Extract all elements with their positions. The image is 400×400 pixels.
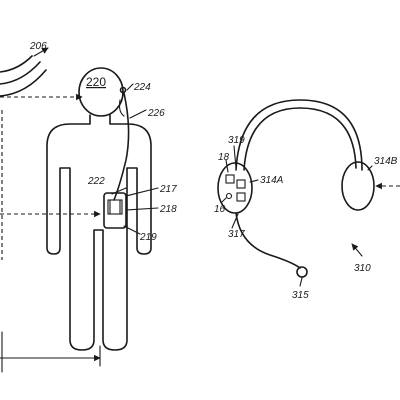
label-226: 226 [147,108,165,119]
ear-cup-right [341,161,375,211]
label-222: 222 [87,176,105,187]
label-310: 310 [354,263,371,274]
headband-inner [243,107,357,171]
dimension-line [0,331,101,373]
label-217: 217 [159,184,177,195]
signal-waves [0,47,49,97]
label-220: 220 [86,75,106,89]
label-314B: 314B [374,156,398,167]
label-315: 315 [292,290,309,301]
arrow-310 [351,243,363,257]
mic-cable [235,212,301,269]
label-206: 206 [29,41,47,52]
microphone [296,266,308,278]
button-a [225,174,235,184]
mic-hole [225,192,233,200]
label-317: 317 [228,229,245,240]
button-b [236,179,246,189]
label-319: 319 [228,135,245,146]
label-16: 16 [214,204,226,215]
earpiece [119,86,127,94]
label-18: 18 [218,152,230,163]
cable [113,92,130,201]
label-218: 218 [159,204,177,215]
person-body [46,114,152,351]
earphone-cable [113,86,130,201]
headphones [217,99,375,278]
button-c [236,192,246,202]
headband-outer [235,99,363,171]
label-224: 224 [133,82,151,93]
label-219: 219 [139,232,157,243]
label-314A: 314A [260,175,284,186]
device-screen [107,199,123,215]
